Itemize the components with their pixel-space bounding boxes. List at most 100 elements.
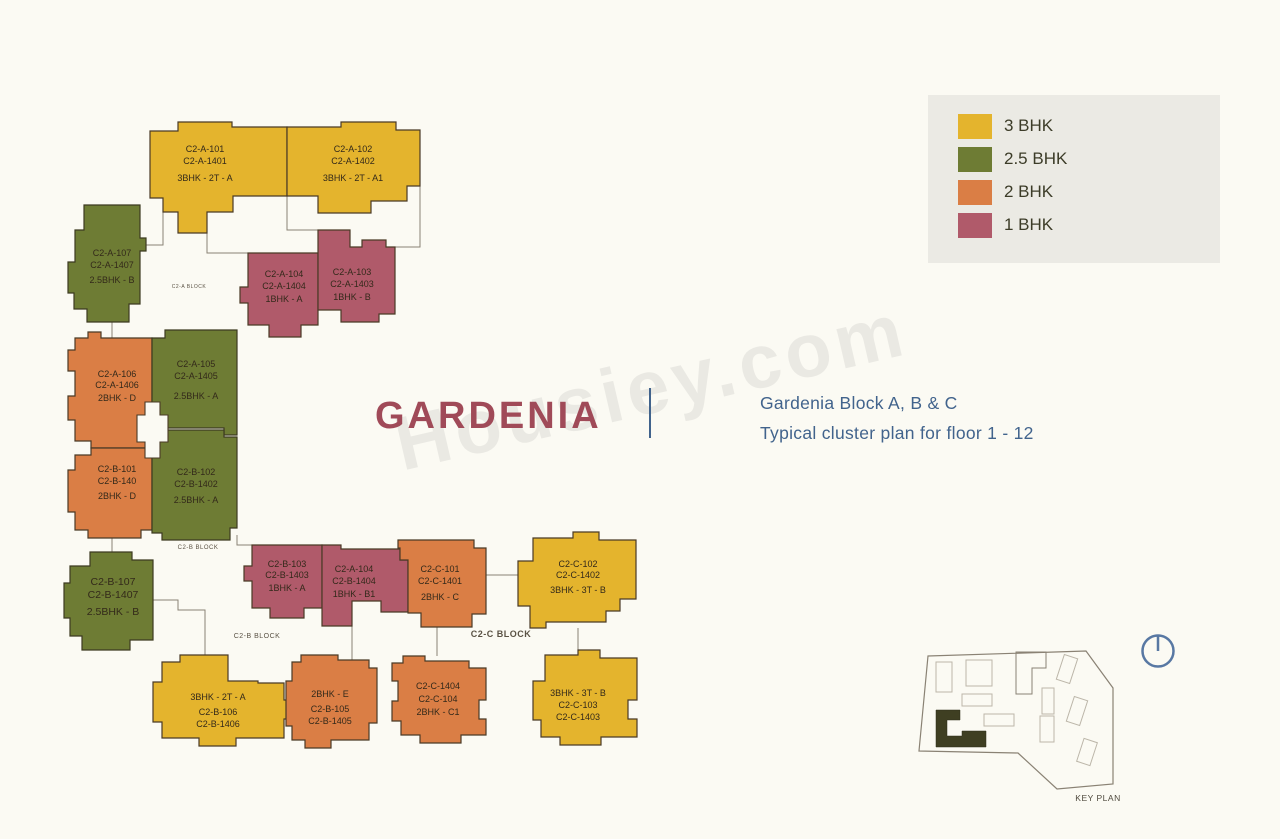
key-plan-site-boundary	[918, 650, 1114, 790]
unit-text: C2-B-1405	[308, 716, 352, 726]
unit-text: 2.5BHK - A	[174, 495, 219, 505]
key-plan-building	[1055, 653, 1079, 685]
key-plan: KEY PLAN	[918, 650, 1120, 803]
unit-text: C2-B-106	[199, 707, 238, 717]
unit-text: C2-B-1406	[196, 719, 240, 729]
key-plan-highlighted-cluster	[935, 709, 987, 748]
unit-text: C2-A-101	[186, 144, 225, 154]
legend-row-2bhk: 2 BHK	[958, 179, 1053, 205]
unit-text: C2-A-1403	[330, 279, 374, 289]
unit-text: C2-B-102	[177, 467, 216, 477]
unit-text: C2-C-101	[420, 564, 459, 574]
unit-label-c2-c-104: C2-C-1404 C2-C-104 2BHK - C1	[416, 681, 460, 717]
block-labels: C2-A BLOCK C2-B BLOCK C2-B BLOCK C2-C BL…	[172, 284, 531, 640]
unit-c2-b-106	[152, 654, 294, 747]
unit-text: 3BHK - 2T - A	[177, 173, 232, 183]
subtitle-line2: Typical cluster plan for floor 1 - 12	[760, 423, 1034, 443]
legend-swatch-1bhk	[958, 212, 992, 238]
key-plan-building	[1076, 737, 1098, 767]
unit-text: C2-C-104	[418, 694, 457, 704]
key-plan-building	[1041, 687, 1055, 715]
unit-text: C2-C-1402	[556, 570, 600, 580]
key-plan-building	[961, 693, 993, 707]
unit-text: C2-C-1401	[418, 576, 462, 586]
unit-label-c2-b-104: C2-A-104 C2-B-1404 1BHK - B1	[332, 564, 376, 599]
unit-text: 3BHK - 2T - A1	[323, 173, 383, 183]
unit-text: 3BHK - 3T - B	[550, 585, 606, 595]
unit-text: C2-B-1407	[88, 589, 139, 601]
unit-text: C2-B-101	[98, 464, 137, 474]
stair-core	[136, 401, 169, 459]
legend-row-2-5bhk: 2.5 BHK	[958, 146, 1067, 172]
unit-text: C2-A-103	[333, 267, 372, 277]
unit-text: 2BHK - E	[311, 689, 349, 699]
unit-text: C2-A-1401	[183, 156, 227, 166]
unit-c2-c-102	[517, 531, 637, 629]
unit-text: 2.5BHK - A	[174, 391, 219, 401]
key-plan-building	[983, 713, 1015, 727]
unit-text: C2-A-105	[177, 359, 216, 369]
unit-label-c2-a-105: C2-A-105 C2-A-1405 2.5BHK - A	[174, 359, 219, 401]
block-label-c2-b-lower: C2-B BLOCK	[234, 633, 281, 640]
unit-text: C2-C-102	[558, 559, 597, 569]
key-plan-building	[1039, 715, 1055, 743]
unit-text: 1BHK - B	[333, 292, 371, 302]
unit-text: C2-C-1403	[556, 712, 600, 722]
legend-swatch-2-5bhk	[958, 146, 992, 172]
unit-label-c2-c-101: C2-C-101 C2-C-1401 2BHK - C	[418, 564, 462, 602]
unit-labels: C2-A-101 C2-A-1401 3BHK - 2T - A C2-A-10…	[87, 144, 606, 729]
unit-text: 1BHK - A	[268, 583, 305, 593]
unit-label-c2-b-106: 3BHK - 2T - A C2-B-106 C2-B-1406	[190, 692, 245, 729]
unit-c2-a-102	[286, 121, 421, 214]
unit-label-c2-b-102: C2-B-102 C2-B-1402 2.5BHK - A	[174, 467, 219, 505]
subtitle-line1: Gardenia Block A, B & C	[760, 393, 958, 413]
block-label-c2-a: C2-A BLOCK	[172, 284, 207, 290]
unit-text: C2-A-1404	[262, 281, 306, 291]
unit-c2-a-104	[239, 252, 319, 338]
unit-text: C2-B-1404	[332, 576, 376, 586]
key-plan-label: KEY PLAN	[1075, 793, 1120, 803]
unit-text: 2BHK - D	[98, 491, 137, 501]
legend-swatch-2bhk	[958, 179, 992, 205]
unit-c2-b-107	[63, 551, 154, 651]
unit-text: 2BHK - C	[421, 592, 460, 602]
corridor-outlines	[111, 180, 579, 660]
title-separator	[649, 388, 651, 438]
unit-label-c2-a-106: C2-A-106 C2-A-1406 2BHK - D	[95, 369, 139, 403]
unit-text: 3BHK - 2T - A	[190, 692, 245, 702]
unit-text: 3BHK - 3T - B	[550, 688, 606, 698]
unit-c2-a-103	[317, 229, 396, 323]
unit-c2-c-103	[532, 649, 638, 746]
key-plan-building	[965, 659, 993, 687]
unit-label-c2-c-103: 3BHK - 3T - B C2-C-103 C2-C-1403	[550, 688, 606, 722]
unit-label-c2-a-107: C2-A-107 C2-A-1407 2.5BHK - B	[89, 248, 134, 285]
unit-text: C2-A-107	[93, 248, 132, 258]
unit-label-c2-c-102: C2-C-102 C2-C-1402 3BHK - 3T - B	[550, 559, 606, 595]
unit-c2-c-104	[391, 655, 487, 744]
unit-label-c2-b-101: C2-B-101 C2-B-140 2BHK - D	[98, 464, 137, 501]
legend-label-3bhk: 3 BHK	[1004, 116, 1054, 135]
plan-subtitle: Gardenia Block A, B & C Typical cluster …	[760, 388, 1034, 448]
unit-text: C2-A-102	[334, 144, 373, 154]
unit-label-c2-b-105: 2BHK - E C2-B-105 C2-B-1405	[308, 689, 352, 726]
unit-c2-a-101	[149, 121, 288, 234]
unit-text: 2BHK - C1	[416, 707, 459, 717]
project-title: GARDENIA	[375, 395, 602, 437]
legend-row-3bhk: 3 BHK	[958, 113, 1053, 139]
legend-swatch-3bhk	[958, 113, 992, 139]
unit-c2-b-101	[67, 447, 153, 539]
unit-text: C2-C-1404	[416, 681, 460, 691]
unit-text: C2-A-1402	[331, 156, 375, 166]
unit-text: C2-B-103	[268, 559, 307, 569]
unit-blocks	[63, 121, 638, 749]
legend-row-1bhk: 1 BHK	[958, 212, 1053, 238]
unit-c2-b-105	[285, 654, 378, 749]
unit-c2-c-101	[397, 539, 487, 628]
unit-c2-b-103	[243, 544, 323, 619]
unit-text: C2-A-1407	[90, 260, 134, 270]
unit-text: 1BHK - B1	[333, 589, 376, 599]
unit-c2-a-107	[67, 204, 147, 323]
block-label-c2-b-upper: C2-B BLOCK	[178, 545, 219, 551]
